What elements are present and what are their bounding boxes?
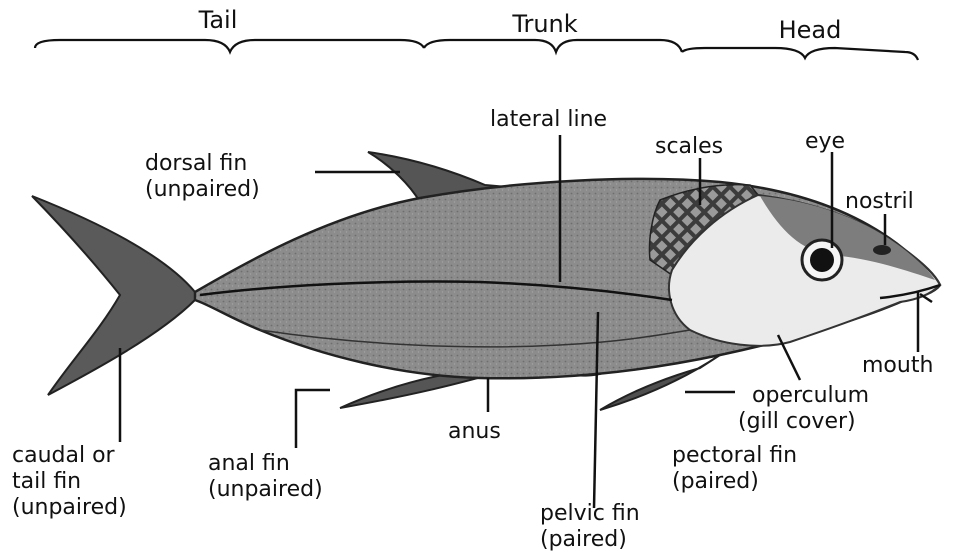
operculum-label-line2: (gill cover) bbox=[738, 409, 856, 434]
lateral-line-label: lateral line bbox=[490, 107, 607, 132]
caudal-fin bbox=[32, 196, 195, 395]
caudal-fin-label-line3: (unpaired) bbox=[12, 495, 127, 520]
anal-fin-label-line2: (unpaired) bbox=[208, 477, 323, 502]
caudal-fin-label-line2: tail fin bbox=[12, 469, 81, 494]
section-trunk-label: Trunk bbox=[511, 10, 577, 38]
caudal-fin-label-line1: caudal or bbox=[12, 443, 116, 468]
anal-fin-label-line1: anal fin bbox=[208, 451, 290, 476]
eye-label: eye bbox=[805, 129, 845, 154]
nostril-mark bbox=[873, 245, 891, 255]
eye-pupil bbox=[810, 248, 834, 272]
section-tail-label: Tail bbox=[198, 6, 238, 34]
anal-fin-leader bbox=[296, 390, 330, 448]
pelvic-fin-label-line1: pelvic fin bbox=[540, 501, 640, 526]
dorsal-fin-label-line1: dorsal fin bbox=[145, 151, 247, 176]
pelvic-fin-label-line2: (paired) bbox=[540, 527, 627, 552]
pectoral-fin-label-line2: (paired) bbox=[672, 469, 759, 494]
scales-label: scales bbox=[655, 134, 723, 159]
trunk-brace bbox=[424, 40, 682, 52]
nostril-label: nostril bbox=[845, 189, 914, 214]
dorsal-fin-label-line2: (unpaired) bbox=[145, 177, 260, 202]
anus-label: anus bbox=[448, 419, 501, 444]
mouth-label: mouth bbox=[862, 353, 933, 378]
operculum-label-line1: operculum bbox=[752, 383, 869, 408]
pectoral-fin-label-line1: pectoral fin bbox=[672, 443, 797, 468]
head-brace bbox=[682, 48, 918, 60]
section-head-label: Head bbox=[779, 16, 842, 44]
tail-brace bbox=[35, 40, 424, 52]
